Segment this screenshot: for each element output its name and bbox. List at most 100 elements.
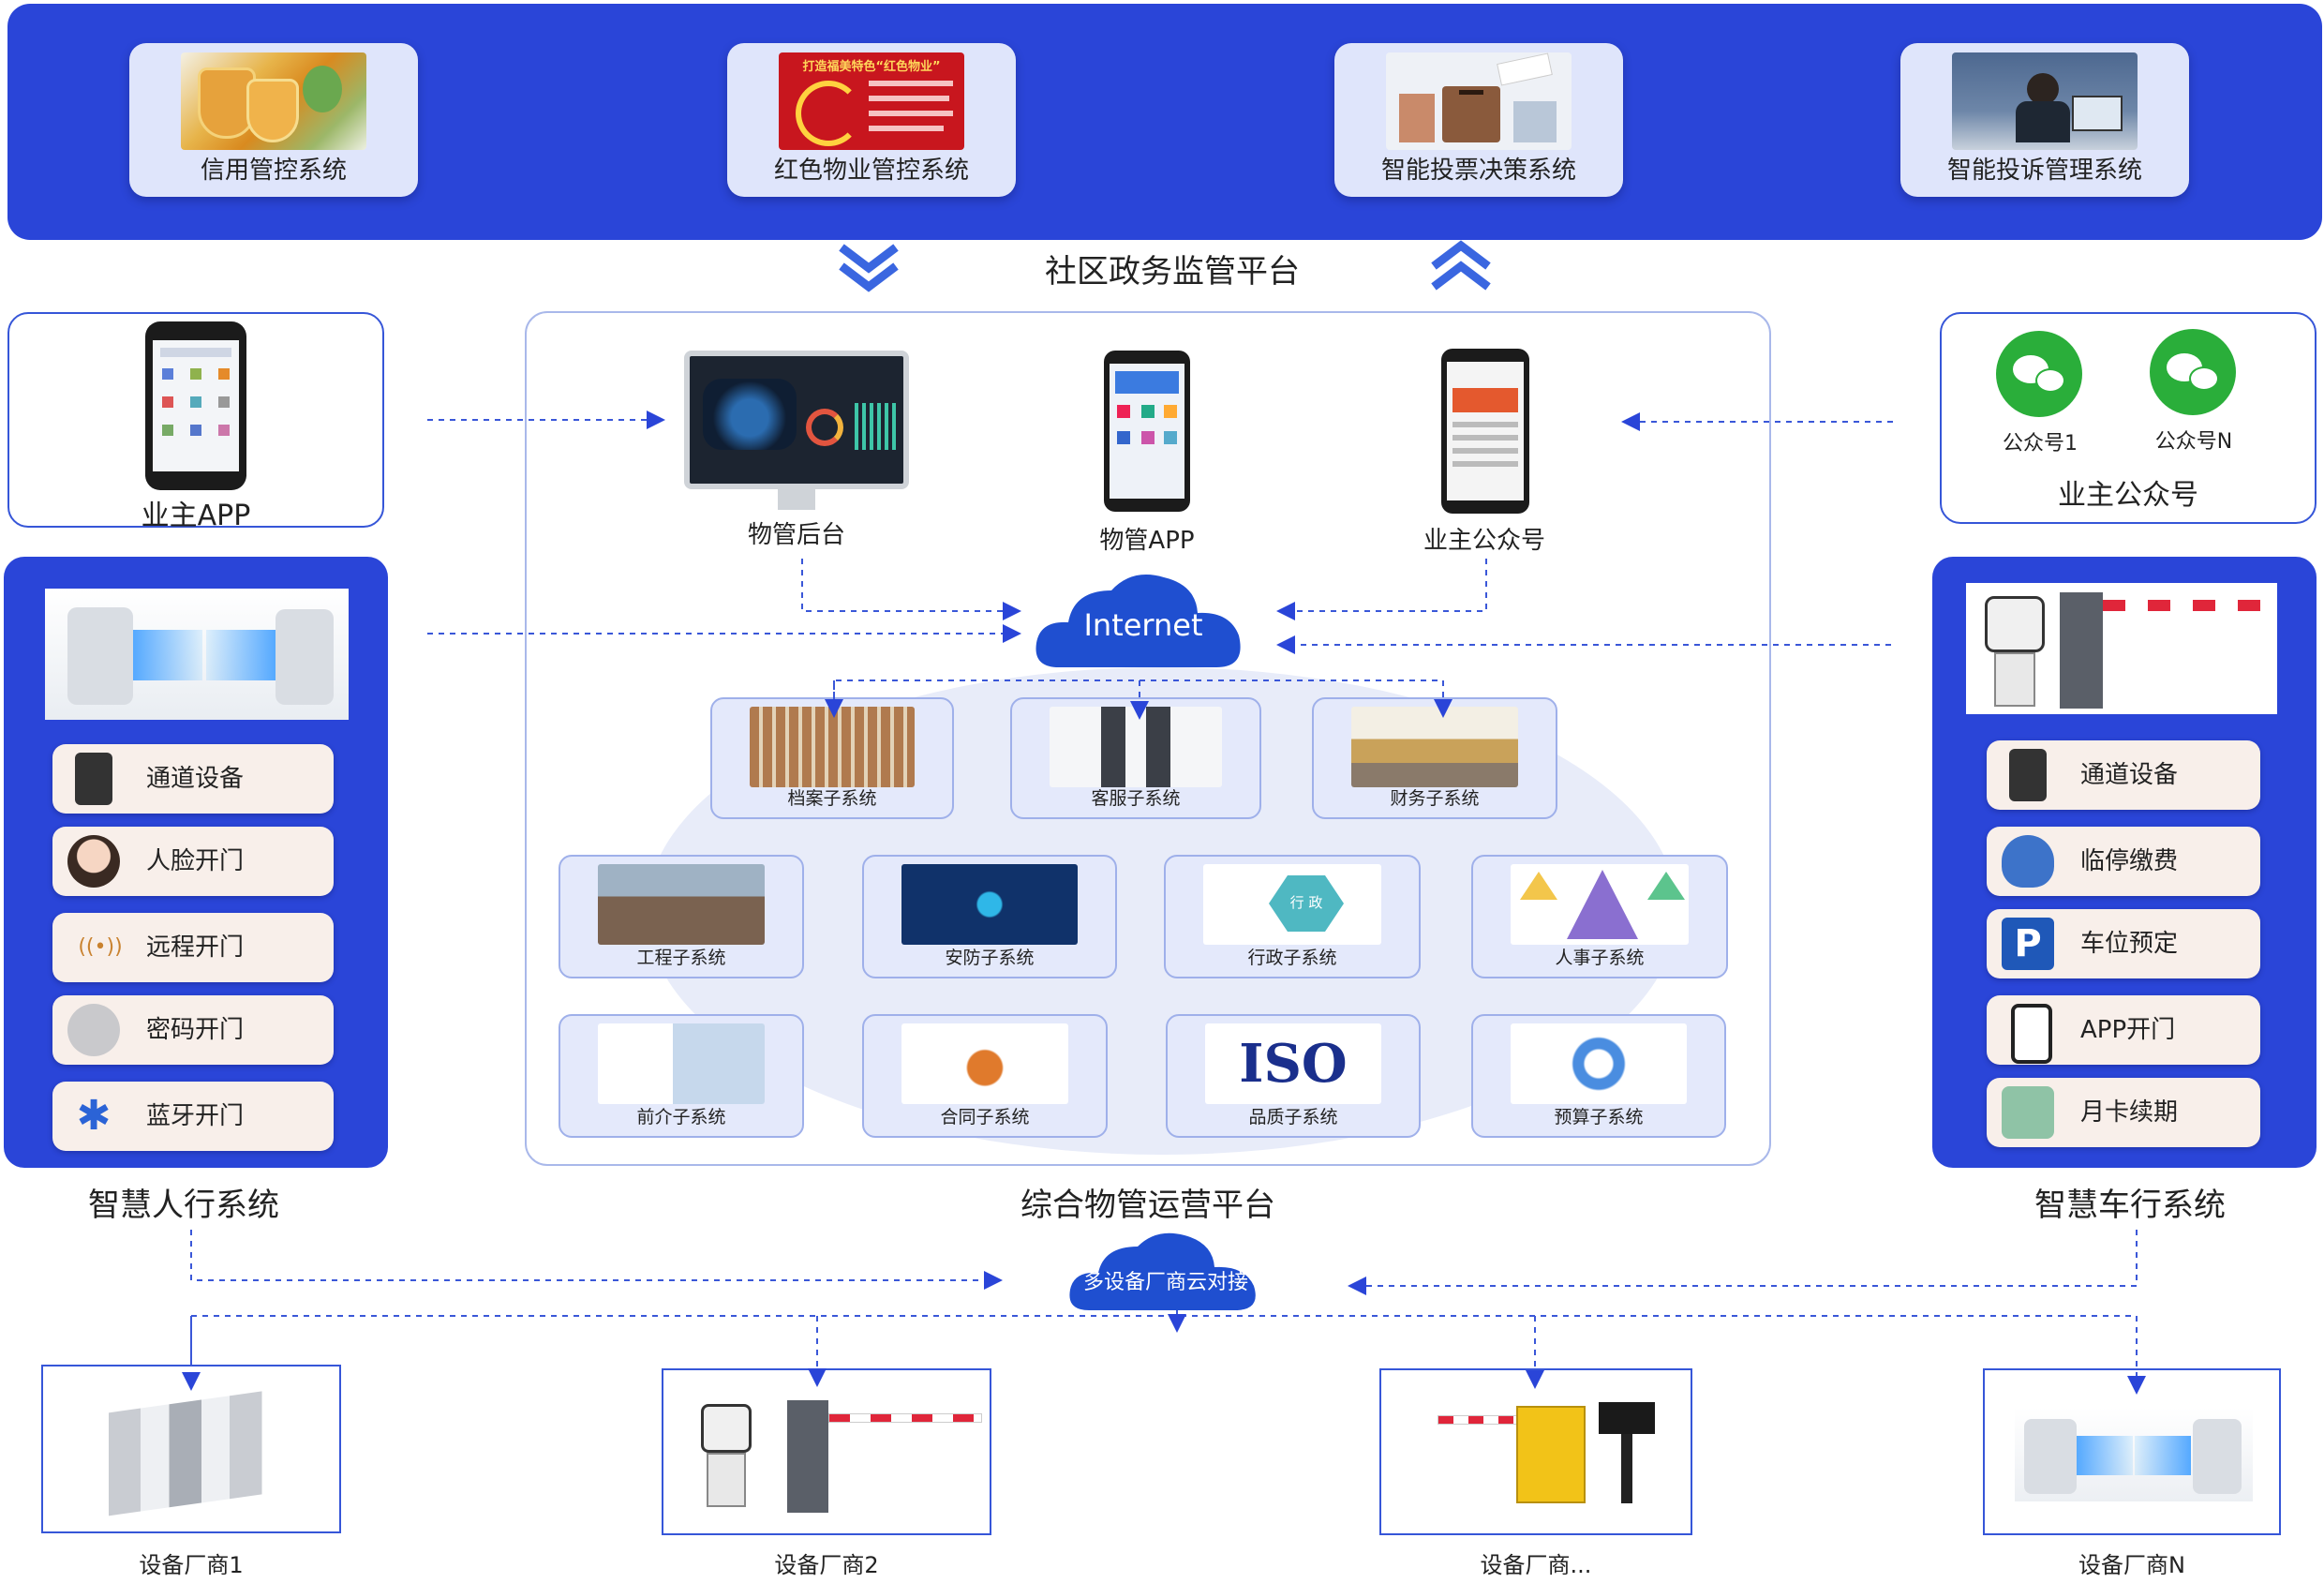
vendor-cloud-icon [1069,1232,1256,1310]
system-label: 红色物业管控系统 [773,157,969,185]
vehicle-item[interactable]: 通道设备 [1987,740,2260,810]
vendor-box[interactable] [662,1368,991,1535]
pedestrian-item[interactable]: 密码开门 [52,995,334,1065]
subsystem-card[interactable]: 人事子系统 [1471,855,1728,978]
system-card-voting[interactable]: 智能投票决策系统 [1334,43,1623,197]
center-panel [525,311,1771,1166]
pedestrian-item[interactable]: ((•)) 远程开门 [52,913,334,982]
pedestrian-item[interactable]: 人脸开门 [52,827,334,896]
barrier-post-icon [787,1400,828,1513]
chevron-up-icon [1431,240,1491,291]
system-card-credit[interactable]: 信用管控系统 [129,43,418,197]
engineering-photo-icon [598,864,765,945]
internet-label: Internet [1083,607,1203,643]
pedestrian-item[interactable]: 通道设备 [52,744,334,814]
system-label: 信用管控系统 [200,157,347,185]
barrier-gate-photo-icon [1966,583,2277,714]
phone-app-icon [1104,351,1190,512]
vehicle-item[interactable]: P 车位预定 [1987,909,2260,978]
subsystem-card[interactable]: 前介子系统 [559,1014,804,1138]
phone-wechat-icon [1441,349,1529,514]
customer-service-photo-icon [1050,707,1222,787]
subsystem-card[interactable]: 预算子系统 [1471,1014,1726,1138]
subsystem-card[interactable]: ISO 品质子系统 [1166,1014,1421,1138]
device-label: 物管后台 [747,521,845,549]
vehicle-item[interactable]: 月卡续期 [1987,1078,2260,1147]
system-label: 智能投票决策系统 [1380,157,1576,185]
admin-photo-icon: 行 政 [1203,864,1381,945]
office-worker-photo-icon [1952,52,2138,150]
robot-icon [701,1404,752,1453]
red-party-poster-icon: 打造福美特色“红色物业” [779,52,964,150]
vendor-label: 设备厂商2 [774,1552,879,1578]
owner-wechat-panel: 公众号1 公众号N 业主公众号 [1940,312,2317,524]
vendor-box[interactable] [41,1365,341,1533]
vehicle-title: 智慧车行系统 [2034,1187,2226,1224]
subsystem-card[interactable]: 安防子系统 [862,855,1117,978]
owner-app-label: 业主APP [141,500,251,532]
pre-intervention-photo-icon [598,1023,765,1104]
turnstile-photo-icon [45,589,349,720]
contract-cycle-icon [901,1023,1068,1104]
vendor-label: 设备厂商N [2078,1552,2185,1578]
security-dashboard-icon [901,864,1078,945]
vehicle-cloud-arrow [1348,1230,2138,1295]
owner-wechat-title: 业主公众号 [2058,479,2198,512]
phone-tap-icon [2011,1004,2052,1064]
system-card-complaint[interactable]: 智能投诉管理系统 [1900,43,2189,197]
turnstile-gates-icon [109,1387,287,1516]
display-board-icon [1599,1402,1655,1434]
bluetooth-icon: ✱ [76,1092,112,1140]
subsystem-card[interactable]: 工程子系统 [559,855,804,978]
poster-heading: 打造福美特色“红色物业” [802,60,941,74]
pedestrian-item[interactable]: ✱ 蓝牙开门 [52,1082,334,1151]
monitor-stand [778,489,815,510]
platform-title: 社区政务监管平台 [1045,253,1300,291]
device-label: 业主公众号 [1423,527,1545,555]
money-bag-icon [2002,835,2054,888]
admin-inner-text: 行 政 [1289,894,1323,911]
subsystem-card[interactable]: 客服子系统 [1010,697,1261,819]
owner-app-panel: 业主APP [7,312,384,532]
smartphone-icon [145,321,246,490]
finance-photo-icon [1351,707,1518,787]
subsystem-card[interactable]: 财务子系统 [1312,697,1557,819]
subsystem-card[interactable]: 合同子系统 [862,1014,1108,1138]
center-title: 综合物管运营平台 [1020,1187,1275,1224]
vendor-box[interactable] [1983,1368,2281,1535]
face-icon [67,835,120,888]
vendor-label: 设备厂商1 [139,1552,244,1578]
vehicle-item[interactable]: 临停缴费 [1987,827,2260,896]
hr-diagram-icon [1511,864,1689,945]
chevron-down-icon [839,244,899,292]
signal-icon: ((•)) [78,935,123,959]
system-label: 智能投诉管理系统 [1946,157,2142,185]
wechat-icon[interactable] [2150,329,2236,415]
turnstile-photo-icon [2015,1408,2253,1501]
hammer-sickle-icon [796,81,861,146]
parking-icon: P [2002,918,2054,970]
device-label: 物管APP [1099,527,1195,555]
pedestrian-cloud-arrow [190,1230,1003,1290]
wechat-account-label: 公众号1 [2003,432,2078,455]
wechat-icon[interactable] [1996,331,2082,417]
vendor-label: 设备厂商... [1480,1552,1592,1578]
archive-photo-icon [750,707,915,787]
subsystem-card[interactable]: 行 政 行政子系统 [1164,855,1421,978]
pedestrian-title: 智慧人行系统 [88,1187,279,1224]
system-card-red-property[interactable]: 打造福美特色“红色物业” 红色物业管控系统 [727,43,1016,197]
pedestrian-panel: 通道设备 人脸开门 ((•)) 远程开门 密码开门 ✱ 蓝牙开门 [4,557,388,1168]
vendor-box[interactable] [1379,1368,1692,1535]
access-device-icon [2009,749,2047,801]
keypad-icon [67,1004,120,1056]
credit-shield-photo-icon [181,52,366,150]
ballot-box-photo-icon [1386,52,1572,150]
yellow-cabinet-icon [1516,1406,1586,1503]
internet-cloud-icon [1035,575,1241,667]
subsystem-card[interactable]: 档案子系统 [710,697,954,819]
monitor-dashboard-icon [684,351,909,489]
vehicle-item[interactable]: APP开门 [1987,995,2260,1065]
vendor-bus [190,1315,2138,1361]
budget-diagram-icon [1511,1023,1687,1104]
vendor-cloud-label: 多设备厂商云对接 [1082,1271,1248,1294]
